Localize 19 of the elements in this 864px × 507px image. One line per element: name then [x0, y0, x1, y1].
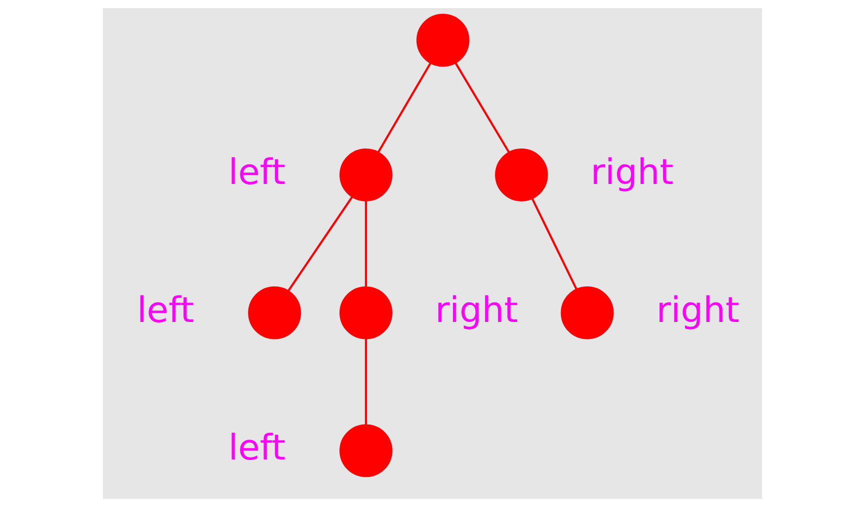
connector — [376, 62, 431, 153]
node-circle — [560, 286, 614, 340]
node-label: left — [136, 290, 194, 331]
node-label: right — [656, 290, 739, 331]
node-label: left — [228, 428, 285, 469]
connector — [530, 198, 578, 290]
node-label: right — [434, 290, 518, 331]
node-circle — [339, 148, 392, 202]
node-circle — [339, 424, 392, 478]
node-label: left — [228, 152, 285, 193]
connector — [286, 196, 352, 292]
node-label: right — [590, 152, 674, 193]
node-circle — [416, 14, 469, 67]
connector — [364, 338, 366, 425]
node-circle — [339, 286, 392, 340]
node-circle — [494, 148, 548, 202]
connector — [364, 200, 366, 287]
connector — [454, 62, 510, 153]
node-circle — [248, 286, 301, 340]
